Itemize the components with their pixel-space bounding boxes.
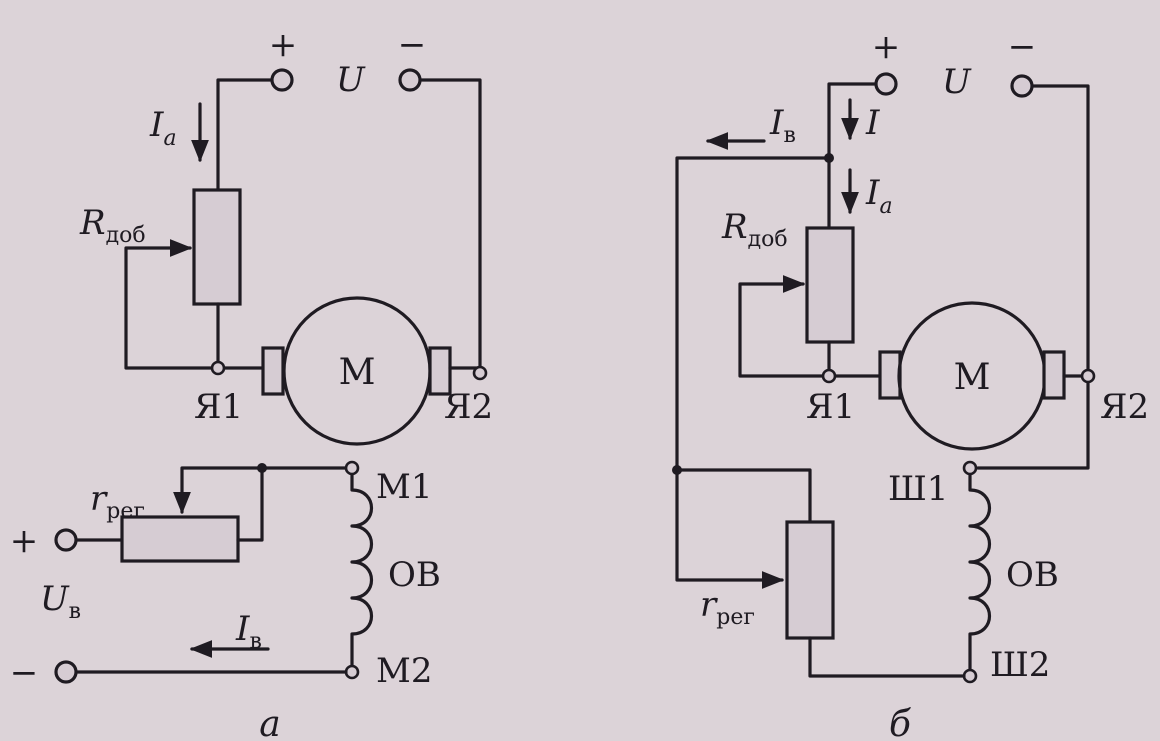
label-a-ya1: Я1 xyxy=(194,387,243,427)
label-b-voltage: U xyxy=(942,62,972,102)
resistor-b-rdob xyxy=(805,226,855,344)
label-b-rreg: rрег xyxy=(700,585,755,630)
label-a-motor: M xyxy=(339,352,376,393)
wire-b-rdob-slider xyxy=(738,275,831,378)
wire-a-rdob-ya1 xyxy=(216,302,265,370)
terminal-b-minus xyxy=(1010,74,1034,98)
label-a-ia: Ia xyxy=(149,105,177,151)
label-b-iv: Iв xyxy=(769,103,796,148)
terminal-a-ya1 xyxy=(210,360,226,376)
label-a-plus: + xyxy=(269,25,298,65)
terminal-a-field-plus xyxy=(54,528,78,552)
wire-a-supply-plus xyxy=(216,78,274,192)
terminal-b-sh2 xyxy=(962,668,978,684)
brush-a-2 xyxy=(428,346,452,396)
terminal-a-plus xyxy=(270,68,294,92)
wire-a-supply-minus xyxy=(415,78,482,370)
label-b-ia: Ia xyxy=(865,173,893,219)
wire-a-rdob-slider xyxy=(124,239,220,370)
terminal-a-ya2 xyxy=(472,365,488,381)
label-b-plus: + xyxy=(872,27,901,67)
label-a-m2: M2 xyxy=(376,651,432,691)
label-a-field-plus: + xyxy=(10,521,39,561)
label-a-minus: − xyxy=(398,25,427,65)
label-b-ya1: Я1 xyxy=(806,387,855,427)
caption-a: а xyxy=(259,704,280,741)
terminal-a-m1 xyxy=(344,460,360,476)
terminal-a-m2 xyxy=(344,664,360,680)
label-b-sh1: Ш1 xyxy=(888,469,948,509)
wire-a-rreg-slider xyxy=(173,466,264,515)
resistor-a-rdob xyxy=(192,188,242,306)
wire-a-rreg-right xyxy=(236,466,264,542)
label-b-minus: − xyxy=(1008,27,1037,67)
label-a-ob: OB xyxy=(388,555,441,595)
label-b-ob: OB xyxy=(1006,555,1059,595)
label-b-i: I xyxy=(865,103,880,143)
resistor-a-rreg xyxy=(120,515,240,563)
wire-b-rdob-ya1 xyxy=(827,340,882,378)
terminal-a-minus xyxy=(398,68,422,92)
label-a-rreg: rрег xyxy=(90,479,145,524)
diagram-b: + U − Iв I Ia Rдоб M Я1 Я2 Ш1 OB Ш2 rрег… xyxy=(672,27,1149,741)
terminal-a-field-minus xyxy=(54,660,78,684)
wire-b-supply-plus xyxy=(827,82,880,230)
wire-b-rreg-bottom xyxy=(808,636,966,678)
coil-a-ob xyxy=(350,472,374,668)
junction-a-1 xyxy=(257,463,267,473)
label-b-rdob: Rдоб xyxy=(721,207,788,252)
diagram-a: + U − Ia Rдоб M Я1 Я2 rрег M1 OB M2 + − … xyxy=(10,25,493,741)
brush-b-2 xyxy=(1042,350,1066,400)
label-a-iv: Iв xyxy=(235,609,262,654)
coil-b-ob xyxy=(968,472,992,672)
caption-b: б xyxy=(889,704,912,741)
terminal-b-plus xyxy=(874,72,898,96)
label-b-sh2: Ш2 xyxy=(990,645,1050,685)
terminal-b-ya1 xyxy=(821,368,837,384)
terminal-b-sh1 xyxy=(962,460,978,476)
label-b-motor: M xyxy=(954,357,991,398)
brush-a-1 xyxy=(261,346,285,396)
wire-b-supply-minus xyxy=(976,84,1090,470)
brush-b-1 xyxy=(878,350,902,400)
label-a-m1: M1 xyxy=(376,467,432,507)
label-a-field-minus: − xyxy=(10,653,39,693)
wire-b-rreg-top xyxy=(675,468,812,524)
label-b-ya2: Я2 xyxy=(1100,387,1149,427)
terminal-b-ya2 xyxy=(1080,368,1096,384)
wire-b-field-branch xyxy=(675,156,831,589)
resistor-b-rreg xyxy=(785,520,835,640)
label-a-voltage: U xyxy=(336,60,366,100)
label-a-ya2: Я2 xyxy=(444,387,493,427)
label-a-uv: Uв xyxy=(40,579,81,624)
label-a-rdob: Rдоб xyxy=(79,203,146,248)
